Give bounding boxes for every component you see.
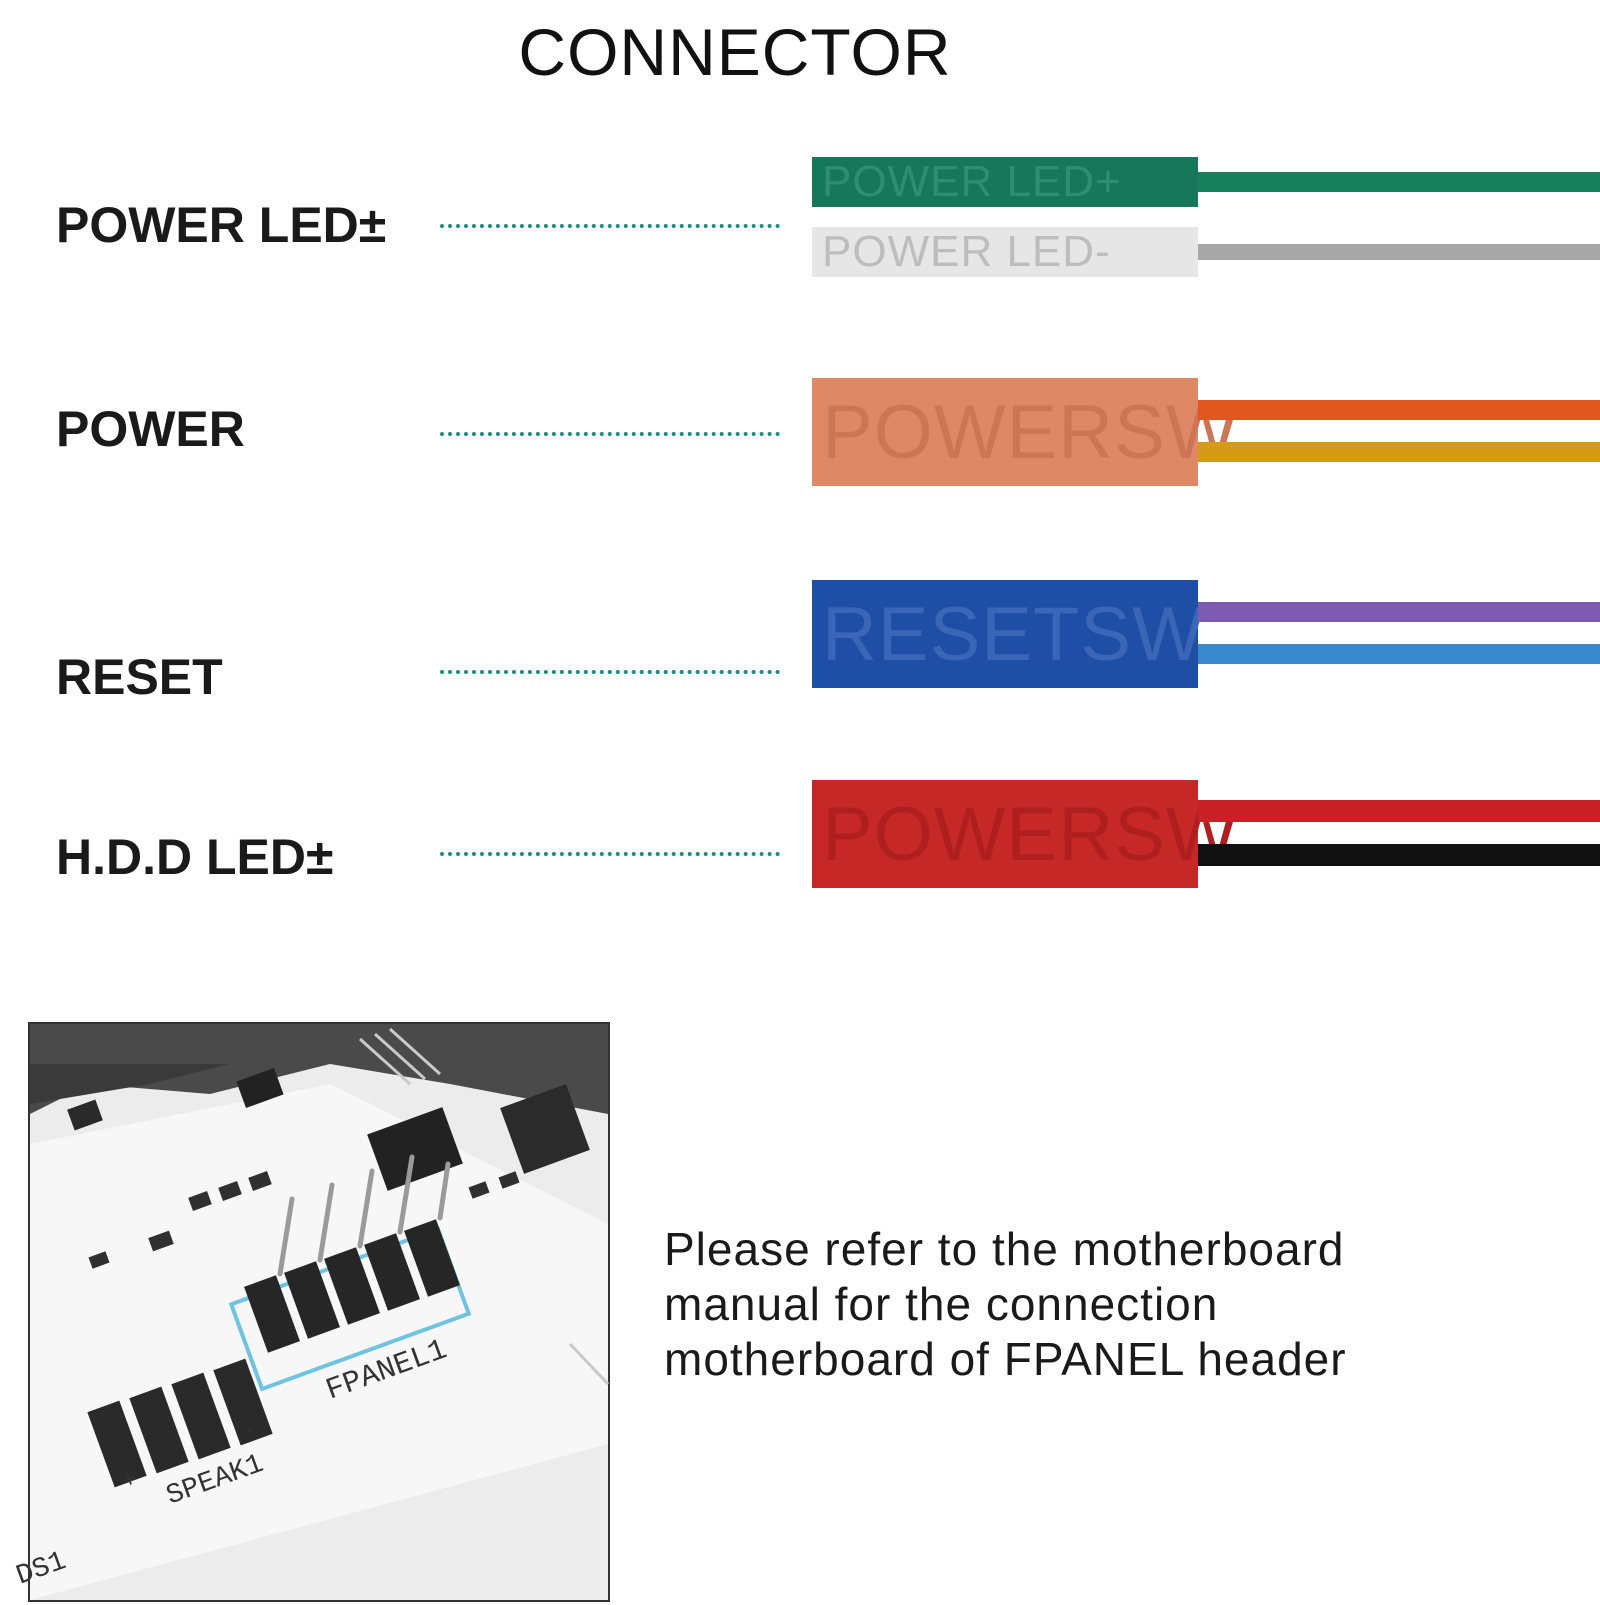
motherboard-photo: FPANEL1 SPEAK1 + - DS1 xyxy=(12,1022,610,1602)
plug-hdd-led: POWERSW xyxy=(812,780,1238,888)
plug-hdd-led-text: POWERSW xyxy=(822,791,1239,877)
wire-hdd-2 xyxy=(1198,844,1600,866)
wire-power-2 xyxy=(1198,442,1600,462)
leader-dots-power-led xyxy=(440,224,780,228)
plug-power-switch: POWERSW xyxy=(812,378,1238,486)
wire-power-led-plus xyxy=(1198,172,1600,192)
wire-hdd-1 xyxy=(1198,800,1600,822)
plug-power-led-minus: POWER LED- xyxy=(812,227,1198,277)
note-line-2: manual for the connection xyxy=(664,1278,1219,1330)
plug-power-led-plus-text: POWER LED+ xyxy=(822,157,1122,206)
plug-power-led-plus: POWER LED+ xyxy=(812,157,1198,207)
motherboard-illustration: FPANEL1 SPEAK1 + - DS1 xyxy=(12,1024,610,1600)
wire-power-led-minus xyxy=(1198,244,1600,260)
label-power-led: POWER LED± xyxy=(56,197,387,253)
wire-reset-2 xyxy=(1198,644,1600,664)
plug-power-switch-text: POWERSW xyxy=(822,389,1239,475)
leader-dots-hdd-led xyxy=(440,852,780,856)
instruction-note: Please refer to the motherboard manual f… xyxy=(664,1222,1564,1387)
diagram-title: CONNECTOR xyxy=(518,15,952,89)
plug-power-led-minus-text: POWER LED- xyxy=(822,227,1111,276)
note-line-1: Please refer to the motherboard xyxy=(664,1223,1345,1275)
leader-dots-power xyxy=(440,432,780,436)
wire-power-1 xyxy=(1198,400,1600,420)
note-line-3: motherboard of FPANEL header xyxy=(664,1333,1347,1385)
label-reset: RESET xyxy=(56,649,223,705)
wire-reset-1 xyxy=(1198,602,1600,622)
plug-reset-switch-text: RESETSW xyxy=(822,591,1205,677)
label-power: POWER xyxy=(56,401,245,457)
plug-reset-switch: RESETSW xyxy=(812,580,1204,688)
label-hdd-led: H.D.D LED± xyxy=(56,829,334,885)
leader-dots-reset xyxy=(440,670,780,674)
